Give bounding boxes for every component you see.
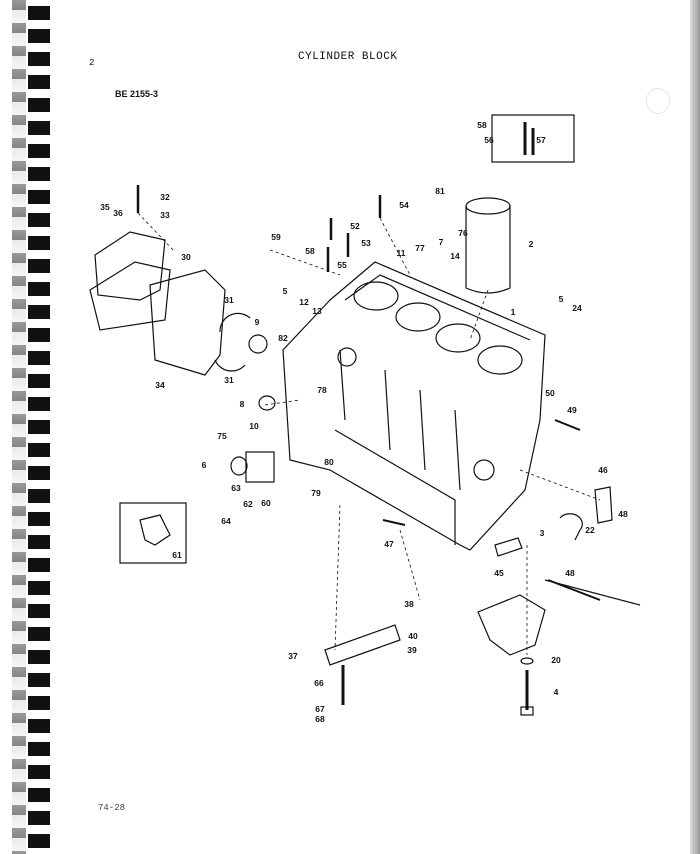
callout-20: 20 (551, 654, 561, 665)
callout-47: 47 (384, 538, 394, 549)
callout-79: 79 (311, 487, 321, 498)
callout-37: 37 (288, 650, 298, 661)
callout-58: 58 (477, 119, 487, 130)
callout-62: 62 (243, 498, 253, 509)
callout-34: 34 (155, 379, 165, 390)
callout-81: 81 (435, 185, 445, 196)
callout-39: 39 (407, 644, 417, 655)
callout-68: 68 (315, 713, 325, 724)
callout-4: 4 (553, 686, 559, 697)
callout-13: 13 (312, 305, 322, 316)
callout-67: 67 (315, 703, 325, 714)
callout-40: 40 (408, 630, 418, 641)
page-title: CYLINDER BLOCK (298, 51, 398, 63)
binding-shadow (12, 0, 26, 854)
callout-82: 82 (278, 332, 288, 343)
callout-1: 1 (510, 306, 516, 317)
callout-75: 75 (217, 430, 227, 441)
callout-63: 63 (231, 482, 241, 493)
callout-22: 22 (585, 524, 595, 535)
callout-46: 46 (598, 464, 608, 475)
callout-54: 54 (399, 199, 409, 210)
callout-45: 45 (494, 567, 504, 578)
callout-49: 49 (567, 404, 577, 415)
cylinder-block (282, 261, 546, 551)
callout-36: 36 (113, 207, 123, 218)
main-bearing-cap (477, 579, 641, 656)
page-number: 2 (89, 58, 95, 68)
callout-53: 53 (361, 237, 371, 248)
callout-5: 5 (282, 285, 288, 296)
punch-hole (646, 88, 670, 114)
callout-52: 52 (350, 220, 360, 231)
callout-56: 56 (484, 134, 494, 145)
callout-30: 30 (181, 251, 191, 262)
callout-8: 8 (239, 398, 245, 409)
rear-seal-housing (89, 231, 226, 376)
callout-2: 2 (528, 238, 534, 249)
callout-77: 77 (415, 242, 425, 253)
callout-14: 14 (450, 250, 460, 261)
callout-50: 50 (545, 387, 555, 398)
callout-31: 31 (224, 374, 234, 385)
callout-66: 66 (314, 677, 324, 688)
callout-57: 57 (536, 134, 546, 145)
callout-12: 12 (299, 296, 309, 307)
callout-64: 64 (221, 515, 231, 526)
inset-box (491, 114, 575, 163)
callout-59: 59 (271, 231, 281, 242)
diagram-reference: BE 2155-3 (115, 89, 159, 99)
callout-11: 11 (396, 247, 406, 258)
callout-5: 5 (558, 293, 564, 304)
callout-60: 60 (261, 497, 271, 508)
callout-7: 7 (438, 236, 444, 247)
callout-32: 32 (160, 191, 170, 202)
callout-76: 76 (458, 227, 468, 238)
callout-78: 78 (317, 384, 327, 395)
callout-10: 10 (249, 420, 259, 431)
callout-80: 80 (324, 456, 334, 467)
footer-code: 74-28 (98, 803, 126, 813)
spiral-binding (28, 6, 50, 850)
bracket-37 (324, 624, 401, 666)
callout-61: 61 (172, 549, 182, 560)
cylinder-liner (465, 197, 511, 294)
callout-24: 24 (572, 302, 582, 313)
callout-58: 58 (305, 245, 315, 256)
callout-31: 31 (224, 294, 234, 305)
page-edge (690, 0, 700, 854)
callout-6: 6 (201, 459, 207, 470)
callout-9: 9 (254, 316, 260, 327)
callout-38: 38 (404, 598, 414, 609)
callout-35: 35 (100, 201, 110, 212)
callout-48: 48 (618, 508, 628, 519)
callout-3: 3 (539, 527, 545, 538)
callout-48: 48 (565, 567, 575, 578)
callout-33: 33 (160, 209, 170, 220)
callout-55: 55 (337, 259, 347, 270)
